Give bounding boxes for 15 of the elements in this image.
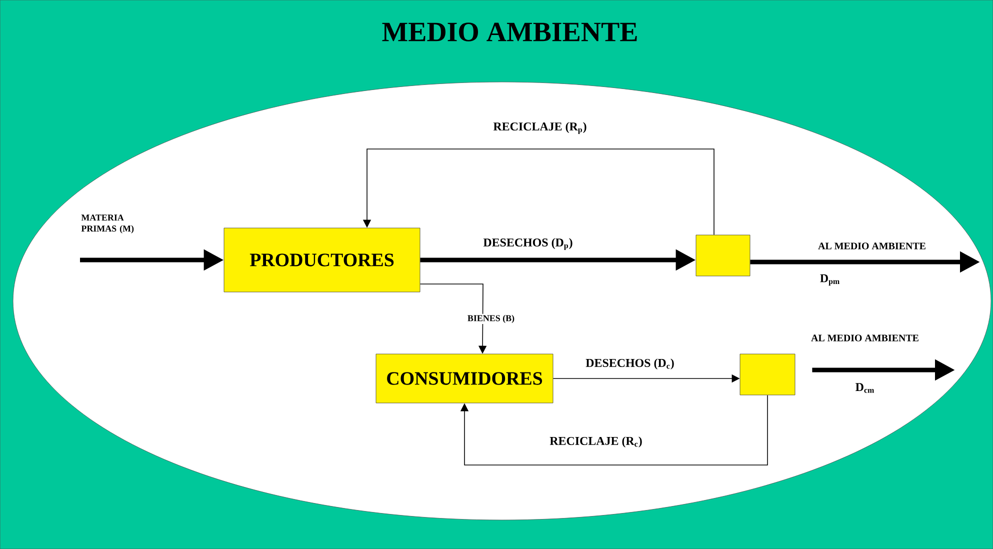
flow-label: D$_{pm}$ [820,274,840,286]
edge-label: RECICLAJE (R$_{c}$) [548,436,644,448]
arrow [460,394,768,466]
junction-box [740,354,796,396]
process-box: PRODUCTORES [224,228,420,292]
process-box: CONSUMIDORES [376,354,554,404]
edge-label: AL MEDIO AMBIENTE [817,242,927,250]
edge-label: DESECHOS (D$_{c}$) [584,358,676,370]
edge-label: DESECHOS (D$_{p}$) [482,237,574,251]
junction-box [696,234,750,276]
title: MEDIO AMBIENTE [382,22,637,42]
edge-label: AL MEDIO AMBIENTE [810,334,920,342]
edge-label: MATERIA PRIMAS (M) [81,214,134,234]
edge-label: RECICLAJE (R$_{p}$) [492,121,588,135]
flow-label: D$_{cm}$ [856,383,874,393]
